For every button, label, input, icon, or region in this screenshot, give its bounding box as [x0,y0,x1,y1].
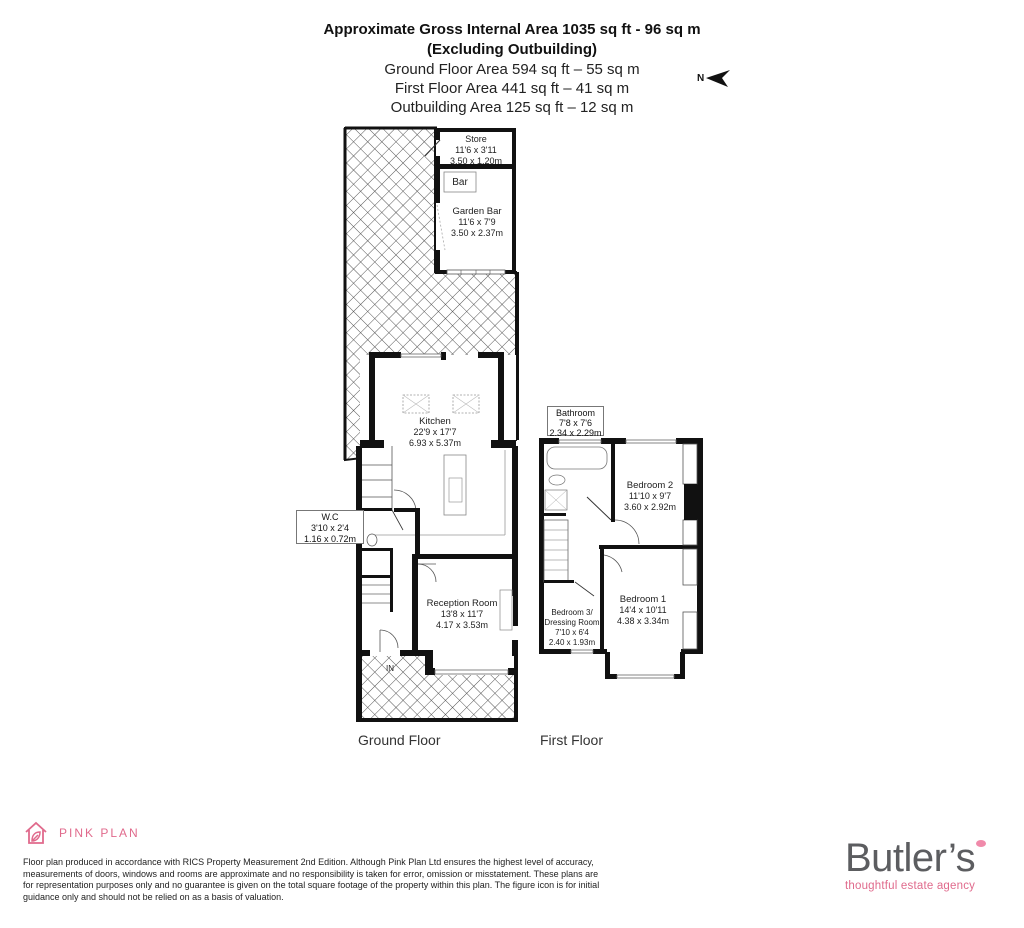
room-kitchen: Kitchen 22'9 x 17'7 6.93 x 5.37m [409,416,461,449]
room-dims-metric: 3.50 x 2.37m [450,228,504,238]
room-name: Bathroom [555,408,596,418]
room-name: Store [465,134,487,144]
room-dims-imperial: 13'8 x 11'7 [440,609,484,619]
ground-floor-area: Ground Floor Area 594 sq ft – 55 sq m [384,61,640,78]
agency-tagline: thoughtful estate agency [845,880,976,892]
room-dims-metric: 6.93 x 5.37m [408,438,462,448]
room-dims-imperial: 14'4 x 10'11 [619,605,667,615]
room-dims-imperial: 11'6 x 3'11 [455,145,497,155]
room-name: Reception Room [426,598,498,609]
north-label: N [697,72,705,84]
room-bathroom: Bathroom 7'8 x 7'6 2.34 x 2.29m [547,406,604,438]
first-floor-area: First Floor Area 441 sq ft – 41 sq m [394,80,630,97]
room-dims-metric: 2.34 x 2.29m [549,428,602,438]
room-dims-metric: 1.16 x 0.72m [303,534,357,544]
gross-area-title: Approximate Gross Internal Area 1035 sq … [323,21,701,38]
outbuilding [424,128,516,275]
pink-plan-logo: PINK PLAN [23,820,140,846]
room-dims-metric: 2.40 x 1.93m [548,638,596,647]
room-dims-imperial: 11'10 x 9'7 [628,491,672,501]
room-dims-metric: 3.60 x 2.92m [623,502,677,512]
room-name: Kitchen [419,416,451,427]
room-name-2: Dressing Room [544,618,600,627]
bar-counter-label: Bar [452,177,468,188]
entrance-label: IN [386,664,394,673]
room-garden-bar: Garden Bar 11'6 x 7'9 3.50 x 2.37m [451,206,503,239]
room-name: W.C [321,512,339,522]
room-bedroom-2: Bedroom 2 11'10 x 9'7 3.60 x 2.92m [624,480,676,513]
room-dims-imperial: 7'10 x 6'4 [555,628,589,637]
agency-name: Butler’s [845,836,976,880]
room-reception: Reception Room 13'8 x 11'7 4.17 x 3.53m [427,598,498,631]
room-name: Garden Bar [452,206,502,217]
room-name: Bedroom 1 [619,594,667,605]
area-summary: Approximate Gross Internal Area 1035 sq … [0,20,1024,117]
north-arrow-icon [706,70,731,87]
first-floor-label: First Floor [540,732,603,748]
room-name: Bedroom 3/ [551,608,593,617]
room-wc: W.C 3'10 x 2'4 1.16 x 0.72m [296,510,364,544]
room-store: Store 11'6 x 3'11 3.50 x 1.20m [450,134,502,167]
compass: N [697,68,731,88]
first-floor-plan [539,438,703,679]
agency-name-wrap: Butler’s [845,836,986,880]
pink-plan-brand: PINK PLAN [59,826,140,840]
room-dims-metric: 3.50 x 1.20m [449,156,503,166]
agency-logo: Butler’s thoughtful estate agency [845,836,986,892]
room-bedroom-1: Bedroom 1 14'4 x 10'11 4.38 x 3.34m [617,594,669,627]
gross-area-subtitle: (Excluding Outbuilding) [427,41,597,58]
pink-plan-house-icon [25,821,47,844]
room-dims-metric: 4.38 x 3.34m [616,616,670,626]
room-bedroom-3: Bedroom 3/ Dressing Room 7'10 x 6'4 2.40… [544,608,599,648]
ground-floor-label: Ground Floor [358,732,441,748]
disclaimer-text: Floor plan produced in accordance with R… [23,857,600,902]
room-dims-metric: 4.17 x 3.53m [435,620,489,630]
outbuilding-area: Outbuilding Area 125 sq ft – 12 sq m [390,99,634,116]
ground-floor-plan [356,352,518,722]
room-dims-imperial: 7'8 x 7'6 [559,418,592,428]
room-dims-imperial: 22'9 x 17'7 [413,427,457,437]
agency-apostrophe-dot-icon [976,840,986,847]
room-dims-imperial: 11'6 x 7'9 [458,217,496,227]
room-name: Bedroom 2 [626,480,674,491]
room-dims-imperial: 3'10 x 2'4 [311,523,349,533]
